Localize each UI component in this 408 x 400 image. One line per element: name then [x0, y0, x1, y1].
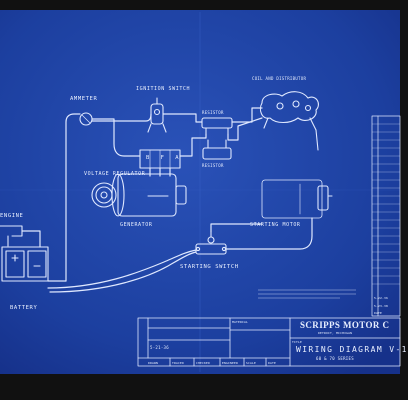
generator-symbol [91, 173, 187, 217]
revision-date-2: 5-23-38 [374, 304, 389, 308]
material-field-label: Material [232, 320, 249, 324]
regulator-terminals-label: B F A [146, 155, 183, 161]
drawing-list-column [371, 115, 401, 317]
col-traced: Traced [172, 361, 185, 365]
battery-symbol [1, 246, 49, 282]
engine-label: Engine [0, 213, 24, 219]
drawing-series: 60 & 70 Series [316, 356, 354, 361]
resistor-bottom-symbol [202, 139, 232, 160]
coil-distributor-symbol [259, 91, 319, 151]
voltage-regulator-label: Voltage Regulator [84, 171, 146, 177]
col-engineer: Engineer [222, 361, 239, 365]
coil-distributor-label: Coil and Distributor [252, 76, 307, 81]
drawn-date: 5-21-36 [150, 345, 169, 350]
company-name: SCRIPPS MOTOR C [300, 320, 390, 330]
date-column-label: Date [374, 311, 383, 315]
col-date: Date [268, 361, 277, 365]
resistor-top-symbol [201, 117, 233, 135]
company-location: DETROIT, MICHIGAN [318, 331, 353, 335]
generator-label: Generator [120, 222, 153, 228]
drawing-notes [258, 289, 356, 299]
battery-label: Battery [10, 305, 38, 311]
title-field-label: Title [292, 340, 303, 344]
resistor-top-label: Resistor [202, 110, 224, 115]
col-checked: Checked [196, 361, 211, 365]
drawing-title: Wiring Diagram V-1 [296, 345, 408, 354]
title-block-frame [137, 317, 401, 367]
starting-switch-label: Starting Switch [180, 264, 239, 270]
ammeter-label: Ammeter [70, 96, 98, 102]
starting-motor-symbol [261, 179, 333, 219]
ignition-switch-label: Ignition Switch [136, 86, 191, 92]
col-drawn: Drawn [148, 361, 159, 365]
resistor-bottom-label: Resistor [202, 163, 224, 168]
starting-motor-label: Starting Motor [250, 222, 301, 228]
wiring [21, 107, 313, 293]
col-scale: Scale [246, 361, 257, 365]
revision-date-1: 5-22-36 [374, 296, 389, 300]
